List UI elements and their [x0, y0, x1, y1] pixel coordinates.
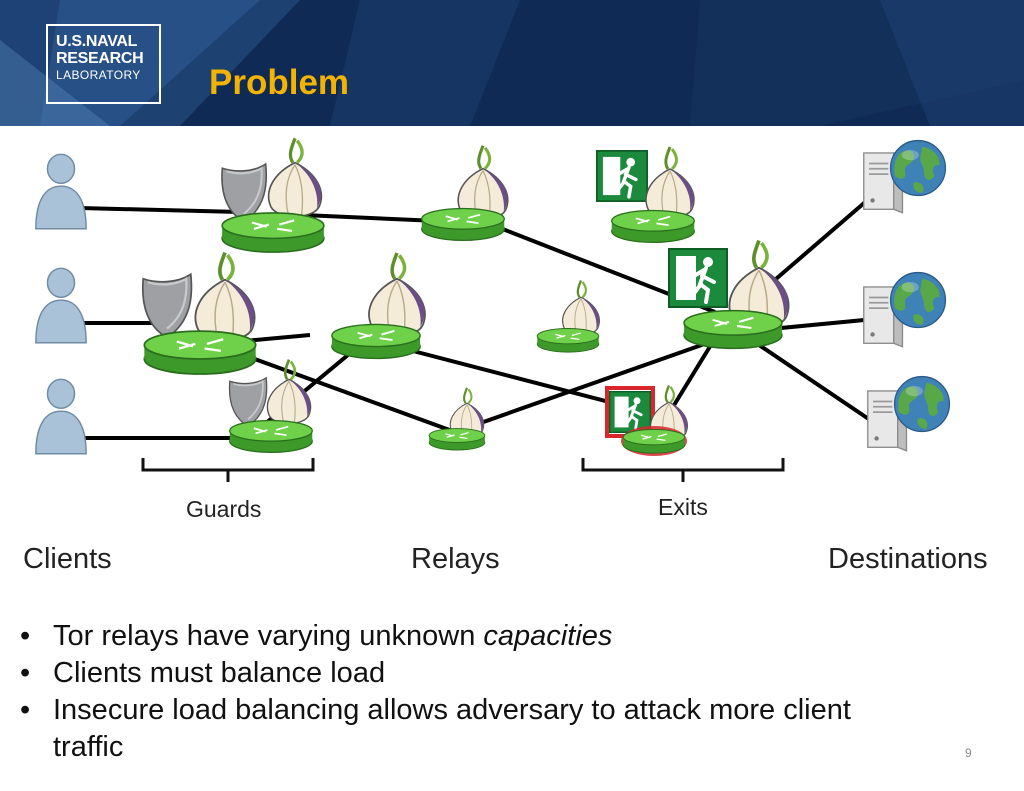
- slide-title: Problem: [209, 63, 350, 102]
- exit-relay-top: [596, 145, 696, 244]
- bullet-item: •Clients must balance load: [20, 657, 386, 689]
- link-client1-guard: [79, 206, 241, 214]
- middle-relay-center: [330, 251, 427, 360]
- destination-3: [866, 375, 951, 452]
- client-3: [35, 378, 87, 455]
- bullet-list: •Tor relays have varying unknown capacit…: [20, 618, 863, 766]
- guard-relay-middle: [141, 250, 257, 376]
- relays-label: Relays: [411, 543, 500, 575]
- bullet-text: Tor relays have varying unknown: [53, 620, 484, 652]
- exits-label: Exits: [658, 494, 708, 520]
- guards-label: Guards: [186, 496, 262, 522]
- guard-relay-top: [220, 136, 326, 254]
- destination-2: [862, 271, 947, 348]
- middle-relay-small: [536, 279, 601, 353]
- exit-relay-large: [668, 238, 791, 350]
- tor-network-diagram: [35, 136, 951, 482]
- link-guard-middle-bottom: [229, 348, 456, 434]
- middle-relay-bottom: [428, 386, 486, 451]
- guards-bracket: [141, 458, 315, 482]
- bullet-emphasis: capacities: [483, 620, 613, 652]
- bullet-item: •Tor relays have varying unknown capacit…: [20, 620, 613, 652]
- bullet-text: Insecure load balancing allows adversary…: [53, 694, 851, 763]
- exits-bracket: [581, 458, 785, 482]
- logo-line-2: RESEARCH: [56, 50, 144, 67]
- client-1: [35, 153, 87, 230]
- client-2: [35, 267, 87, 344]
- exit-relay-malicious: [605, 384, 689, 456]
- destinations-label: Destinations: [828, 543, 988, 575]
- bullet-item: •Insecure load balancing allows adversar…: [20, 694, 851, 763]
- link-middle-exit-malicious: [389, 343, 641, 412]
- slide-header: U.S.NAVAL RESEARCH LABORATORY Problem: [0, 0, 1024, 126]
- destination-1: [862, 139, 947, 214]
- middle-relay-top: [420, 144, 510, 242]
- page-number: 9: [965, 746, 972, 760]
- clients-label: Clients: [23, 543, 112, 575]
- logo-line-3: LABORATORY: [56, 68, 141, 82]
- logo-line-1: U.S.NAVAL: [56, 33, 138, 50]
- bullet-text: Clients must balance load: [53, 657, 386, 689]
- header-background-pattern: [0, 0, 1024, 126]
- link-middle-bottom-exit: [454, 333, 731, 434]
- nrl-logo: U.S.NAVAL RESEARCH LABORATORY: [46, 24, 161, 104]
